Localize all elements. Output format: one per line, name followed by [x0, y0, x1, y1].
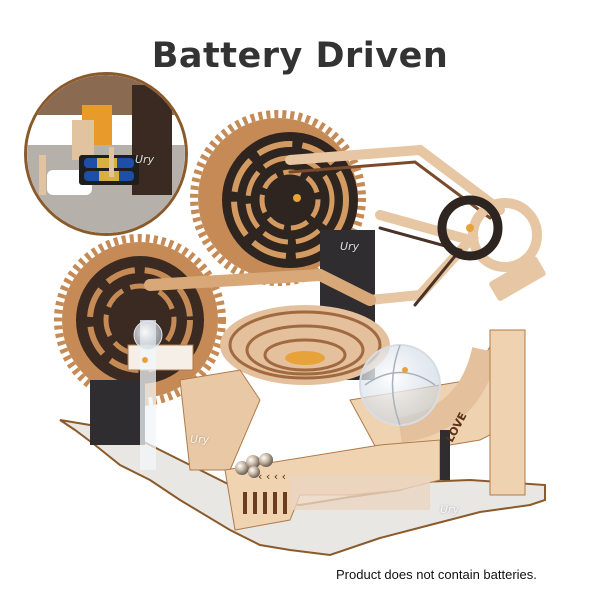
right-wheels	[437, 195, 546, 301]
watermark: Ury	[440, 503, 460, 516]
spiral-funnel	[220, 305, 390, 385]
watermark: Ury	[190, 433, 210, 446]
footnote: Product does not contain batteries.	[336, 567, 537, 582]
watermark: Ury	[340, 240, 360, 253]
battery-inset: Ury	[24, 72, 188, 236]
battery-compartment-illustration	[27, 75, 185, 233]
headline: Battery Driven	[151, 36, 449, 76]
watermark: Ury	[135, 153, 155, 166]
clear-globe	[359, 344, 441, 426]
svg-text:‹ ‹ ‹ ‹: ‹ ‹ ‹ ‹	[258, 470, 286, 483]
steel-balls	[235, 453, 273, 478]
left-elevator	[127, 320, 194, 470]
